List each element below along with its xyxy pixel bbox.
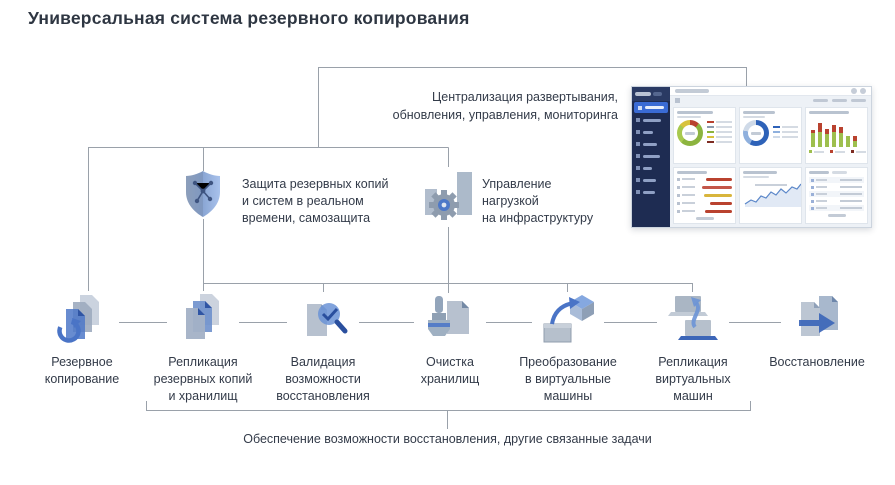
task-restore: Восстановление — [742, 290, 892, 371]
task-label: Преобразование в виртуальные машины — [519, 355, 617, 403]
dashboard-status-list — [673, 167, 736, 224]
dashboard-donut-chart-1 — [673, 107, 736, 164]
note-protection: Защита резервных копий и систем в реальн… — [242, 176, 388, 227]
dashboard-table — [805, 167, 868, 224]
replication-icon — [173, 290, 233, 350]
task-replication: Репликация резервных копий и хранилищ — [128, 290, 278, 405]
task-validation: Валидация возможности восстановления — [248, 290, 398, 405]
note-line: Управление — [482, 177, 552, 191]
vm-replication-icon — [663, 290, 723, 350]
task-label: Резервное копирование — [44, 355, 120, 386]
validation-icon — [293, 290, 353, 350]
task-label: Очистка хранилищ — [420, 355, 480, 386]
shield-icon — [183, 169, 223, 219]
note-line: и систем в реальном — [242, 194, 364, 208]
dashboard-sidebar — [632, 87, 670, 227]
note-line: на инфраструктуру — [482, 211, 594, 225]
task-label: Валидация возможности восстановления — [276, 355, 370, 403]
bottom-caption: Обеспечение возможности восстановления, … — [243, 432, 652, 446]
dashboard-bar-chart — [805, 107, 868, 164]
dashboard-main — [670, 87, 871, 227]
task-label: Репликация виртуальных машин — [655, 355, 731, 403]
page-title: Универсальная система резервного копиров… — [28, 8, 470, 28]
note-line: обновления, управления, мониторинга — [392, 108, 618, 122]
dashboard-line-chart — [739, 167, 802, 224]
note-line: нагрузкой — [482, 194, 539, 208]
backup-icon — [52, 290, 112, 350]
cleanup-icon — [420, 290, 480, 350]
task-cleanup: Очистка хранилищ — [375, 290, 525, 388]
task-label: Восстановление — [769, 355, 865, 369]
gear-chart-icon — [424, 167, 476, 225]
note-centralization: Централизация развертывания, обновления,… — [393, 88, 618, 124]
note-line: времени, самозащита — [242, 211, 371, 225]
convert-to-vm-icon — [538, 290, 598, 350]
dashboard-screenshot — [631, 86, 872, 228]
task-backup: Резервное копирование — [7, 290, 157, 388]
task-convert-to-vm: Преобразование в виртуальные машины — [493, 290, 643, 405]
task-vm-replication: Репликация виртуальных машин — [618, 290, 768, 405]
note-line: Защита резервных копий — [242, 177, 389, 191]
dashboard-donut-chart-2 — [739, 107, 802, 164]
restore-icon — [787, 290, 847, 350]
note-line: Централизация развертывания, — [432, 90, 618, 104]
task-label: Репликация резервных копий и хранилищ — [153, 355, 253, 403]
note-load-management: Управление нагрузкой на инфраструктуру — [482, 176, 593, 227]
